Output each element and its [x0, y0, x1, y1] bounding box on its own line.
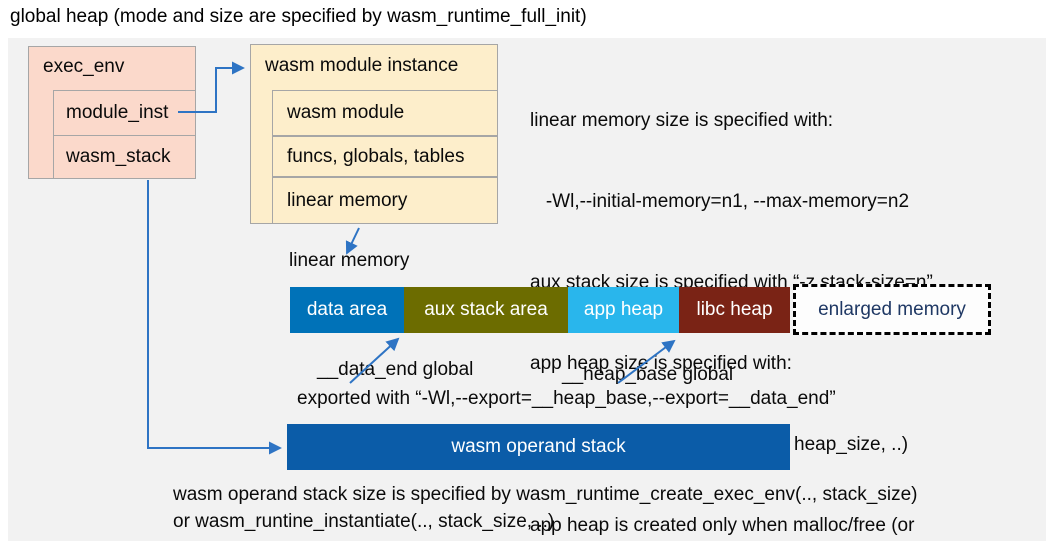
funcs-globals-tables-label: funcs, globals, tables	[287, 145, 465, 167]
segment-data-area: data area	[290, 287, 404, 333]
segment-aux-stack-area: aux stack area	[404, 287, 568, 333]
wasm-stack-label: wasm_stack	[66, 146, 171, 167]
footer-text: wasm operand stack size is specified by …	[173, 481, 918, 535]
segment-enlarged-memory: enlarged memory	[793, 284, 991, 335]
segment-aux-stack-area-label: aux stack area	[424, 299, 548, 320]
wasm-module-label: wasm module	[287, 102, 405, 123]
module-instance-field-funcs: funcs, globals, tables	[272, 136, 498, 177]
note-line: app heap is created only when malloc/fre…	[530, 515, 915, 536]
segment-data-area-label: data area	[306, 299, 388, 320]
segment-app-heap: app heap	[568, 287, 679, 333]
segment-enlarged-memory-label: enlarged memory	[818, 298, 966, 320]
linear-memory-bar-title: linear memory	[289, 250, 410, 271]
module-instance-header: wasm module instance	[265, 55, 459, 76]
wasm-operand-stack-label: wasm operand stack	[451, 436, 626, 457]
footer-line: wasm operand stack size is specified by …	[173, 484, 918, 505]
page-title: global heap (mode and size are specified…	[10, 6, 587, 27]
exec-env-header: exec_env	[43, 56, 125, 77]
data-end-global-label: __data_end global	[317, 359, 474, 380]
note-line: linear memory size is specified with:	[530, 110, 834, 131]
segment-libc-heap-label: libc heap	[696, 299, 773, 320]
module-instance-field-linear-memory: linear memory	[272, 177, 498, 224]
module-inst-label: module_inst	[66, 102, 169, 123]
note-line: -Wl,--initial-memory=n1, --max-memory=n2	[530, 191, 910, 212]
heap-base-global-label: __heap_base global	[562, 364, 734, 385]
module-instance-field-wasm-module: wasm module	[272, 90, 498, 136]
exec-env-field-wasm-stack: wasm_stack	[53, 135, 196, 179]
segment-app-heap-label: app heap	[583, 299, 664, 320]
footer-line: or wasm_runtine_instantiate(.., stack_si…	[173, 511, 555, 532]
exec-env-field-module-inst: module_inst	[53, 90, 196, 136]
wasm-operand-stack-bar: wasm operand stack	[287, 424, 790, 470]
linear-memory-field-label: linear memory	[287, 189, 408, 211]
exported-with-label: exported with “-Wl,--export=__heap_base,…	[297, 388, 836, 409]
segment-libc-heap: libc heap	[679, 287, 790, 333]
